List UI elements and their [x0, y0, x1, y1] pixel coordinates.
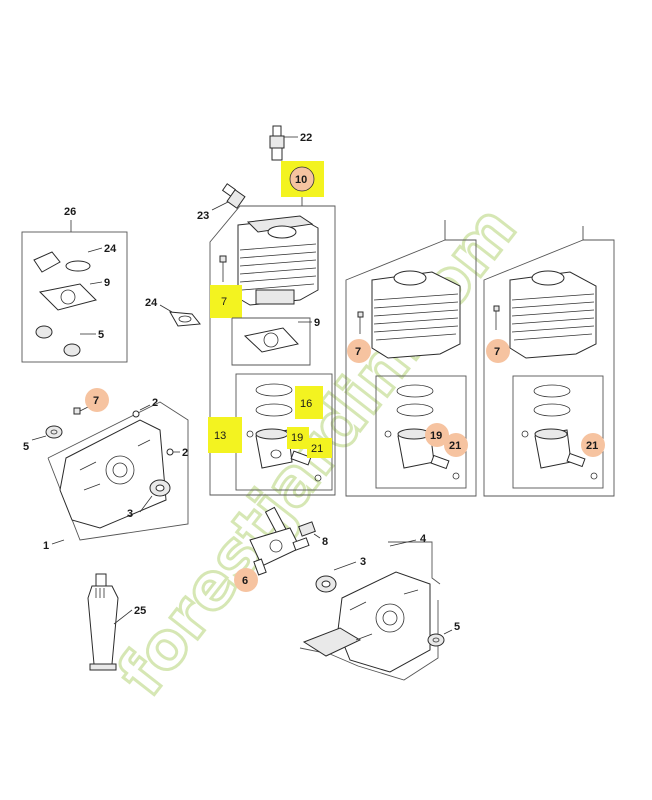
dowel-pins: [132, 410, 174, 456]
label-9-a: 9: [104, 277, 110, 289]
label-9-b: 9: [314, 317, 320, 329]
ball-bearing-a: [149, 479, 171, 497]
label-16: 16: [300, 398, 312, 410]
label-8: 8: [322, 536, 328, 548]
cylinder: [237, 215, 319, 306]
crankcase-left: [59, 419, 167, 529]
label-1: 1: [43, 540, 49, 552]
circlips: [246, 430, 322, 482]
label-13: 13: [214, 430, 226, 442]
label-25: 25: [134, 605, 146, 617]
decompression-valve: [211, 183, 246, 211]
sealant-tube: [87, 573, 119, 671]
label-5-c: 5: [454, 621, 460, 633]
label-19-b: 19: [430, 430, 442, 442]
label-26: 26: [64, 206, 76, 218]
label-3-a: 3: [127, 508, 133, 520]
label-4: 4: [420, 533, 427, 545]
crankcase-box-2: [388, 541, 441, 585]
label-23: 23: [197, 210, 209, 222]
piston-pin: [290, 450, 312, 466]
crankcase-box: [47, 401, 189, 541]
label-21-b: 21: [449, 440, 461, 452]
oil-seal-b: [427, 633, 445, 647]
cylinder-screw: [219, 255, 227, 282]
label-3-b: 3: [360, 556, 366, 568]
cylinder-kit-box: [209, 205, 336, 496]
label-7-e: 7: [93, 395, 99, 407]
cylinder-2: [371, 270, 461, 359]
ball-bearing-b: [315, 575, 337, 593]
intake-gasket: [169, 311, 201, 327]
label-10-badge: [281, 161, 324, 206]
crankcase-right: [302, 571, 431, 673]
label-21-a: 21: [311, 443, 323, 455]
piston-rings: [255, 383, 293, 417]
label-22: 22: [300, 132, 312, 144]
piston: [255, 428, 293, 469]
cylinder-kit-box-2: [345, 239, 477, 497]
label-7-c: 7: [355, 346, 361, 358]
label-2-b: 2: [182, 447, 188, 459]
oil-seal-a: [45, 425, 63, 439]
label-6: 6: [242, 575, 248, 587]
cylinder-gasket: [243, 327, 299, 353]
label-7-a: 7: [221, 296, 227, 308]
label-21-c: 21: [586, 440, 598, 452]
label-24-b: 24: [145, 297, 158, 309]
label-19-a: 19: [291, 432, 303, 444]
crankshaft: [249, 506, 310, 576]
label-5-a: 5: [98, 329, 104, 341]
spark-plug: [269, 125, 298, 161]
label-7-d: 7: [494, 346, 500, 358]
gasket-set: [33, 251, 97, 357]
label-10: 10: [295, 174, 307, 186]
cylinder-3: [509, 270, 597, 359]
needle-bearing: [298, 521, 316, 537]
label-24-a: 24: [104, 243, 117, 255]
label-5-b: 5: [23, 441, 29, 453]
cylinder-kit-box-3: [483, 239, 615, 497]
label-2-a: 2: [152, 397, 158, 409]
